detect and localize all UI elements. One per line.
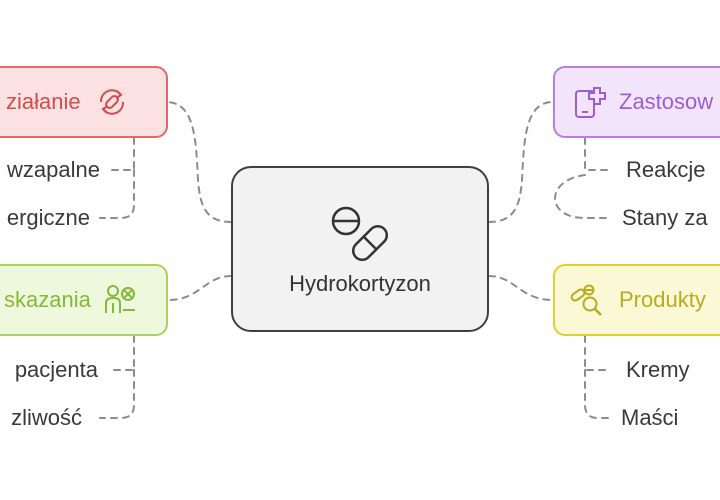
connector-top-left-child-1 <box>109 137 135 171</box>
pills-icon <box>331 206 389 262</box>
branch-top-left-child-1: wzapalne <box>7 157 100 182</box>
branch-top-right-child-1: Reakcje <box>626 157 706 182</box>
branch-top-right-label: Zastosow <box>619 89 714 114</box>
center-label: Hydrokortyzon <box>289 271 431 296</box>
branch-bottom-left-label: skazania <box>4 287 91 312</box>
branch-bottom-right-label: Produkty <box>619 287 706 312</box>
connector-center-top-right <box>488 101 554 223</box>
connector-bottom-right-child-1 <box>584 335 609 371</box>
refresh-pill-icon <box>99 89 124 115</box>
person-cross-icon <box>104 285 135 313</box>
branch-bottom-right-child-1: Kremy <box>626 357 690 382</box>
connector-bottom-left-child-2 <box>99 369 135 419</box>
branch-top-right-node[interactable]: Zastosow <box>553 66 720 138</box>
connector-center-bottom-left <box>167 275 232 301</box>
pills-search-icon <box>570 284 602 316</box>
branch-bottom-left-node[interactable]: skazania <box>0 264 168 336</box>
branch-bottom-left-child-2: zliwość <box>11 405 82 430</box>
branch-bottom-left-child-1: pacjenta <box>14 357 98 382</box>
connector-center-bottom-right <box>488 275 554 301</box>
connector-top-left-child-2 <box>99 169 135 219</box>
center-node[interactable]: Hydrokortyzon <box>231 166 489 332</box>
branch-top-left-label: ziałanie <box>6 89 81 114</box>
connector-bottom-left-child-1 <box>109 335 135 371</box>
branch-bottom-right-node[interactable]: Produkty <box>553 264 720 336</box>
connector-bottom-right-child-2 <box>584 369 609 419</box>
branch-top-right-child-2: Stany za <box>622 205 708 230</box>
connector-center-top-left <box>167 101 232 223</box>
branch-top-left-child-2: ergiczne <box>6 205 90 230</box>
connector-top-right-child-1 <box>584 137 609 171</box>
branch-top-left-node[interactable]: ziałanie <box>0 66 168 138</box>
connector-top-right-child-2 <box>554 174 609 219</box>
phone-medical-icon <box>575 87 606 118</box>
branch-bottom-right-child-2: Maści <box>621 405 679 430</box>
